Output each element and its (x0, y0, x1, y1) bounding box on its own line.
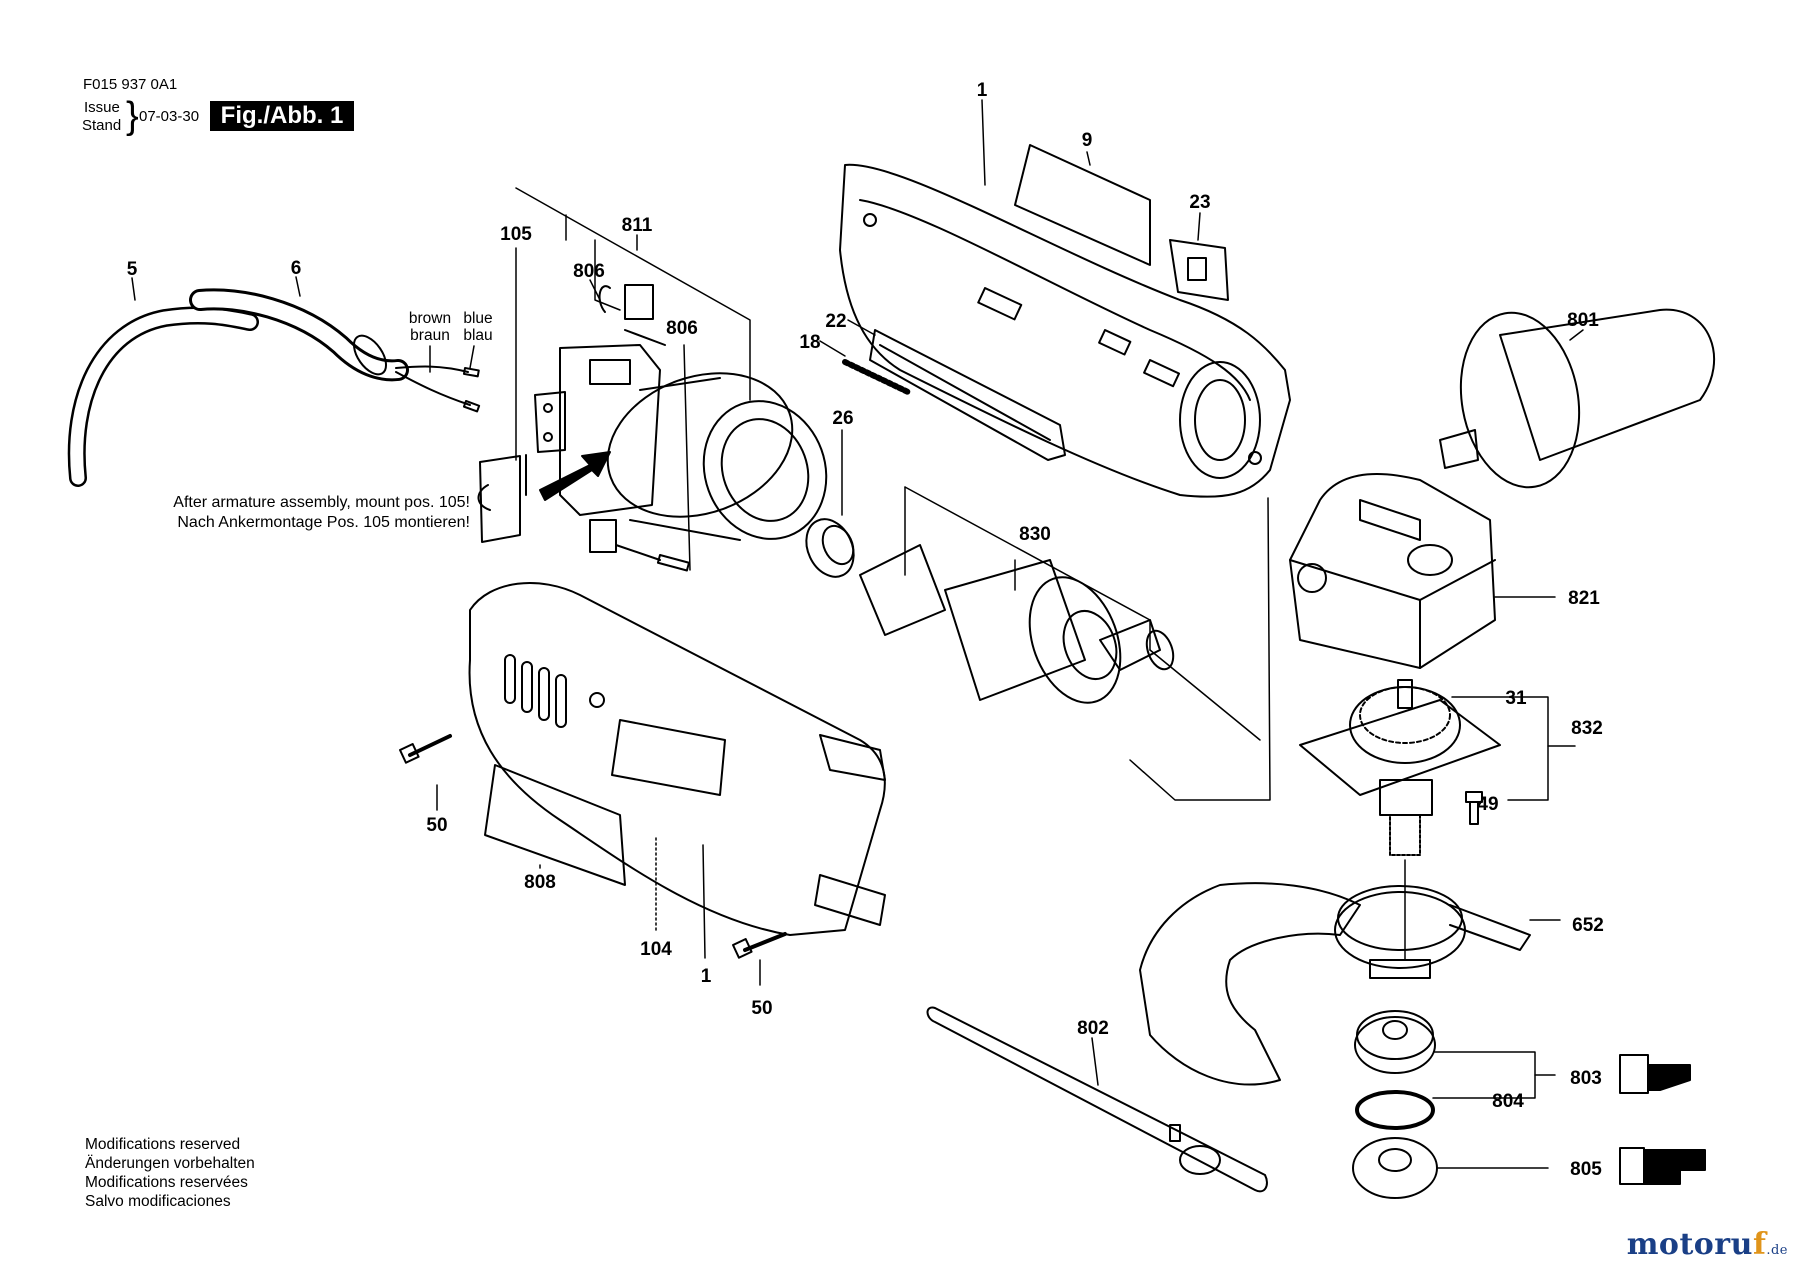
part-label-801: 801 (1567, 310, 1599, 331)
part-label-23: 23 (1189, 192, 1210, 213)
part-label-652: 652 (1572, 915, 1604, 936)
wheel-guard-652 (1139, 882, 1531, 1086)
modifications-de: Änderungen vorbehalten (85, 1155, 255, 1172)
wire-label-blau: blau (463, 327, 492, 344)
gear-assembly-832 (1299, 679, 1501, 856)
part-label-18: 18 (799, 332, 820, 353)
pin-wrench-icon (1619, 1054, 1691, 1094)
o-ring-804 (1355, 1090, 1435, 1130)
part-label-31: 31 (1505, 688, 1527, 709)
part-label-804: 804 (1492, 1091, 1524, 1112)
part-label-104: 104 (640, 939, 672, 960)
part-label-803: 803 (1570, 1068, 1602, 1089)
spanner-802 (926, 1006, 1268, 1193)
issue-date: 07-03-30 (139, 108, 200, 125)
part-label-5: 5 (127, 259, 138, 280)
part-label-830: 830 (1019, 524, 1051, 545)
clip-23 (1169, 239, 1229, 301)
part-label-805: 805 (1570, 1159, 1602, 1180)
spring-18 (842, 359, 911, 395)
part-label-26: 26 (832, 408, 853, 429)
part-label-806-a: 806 (573, 261, 605, 282)
assembly-note-en: After armature assembly, mount pos. 105! (173, 494, 470, 511)
part-label-1-top: 1 (977, 80, 988, 101)
figure-label: Fig./Abb. 1 (210, 101, 354, 131)
part-label-811: 811 (622, 215, 653, 236)
part-label-821: 821 (1568, 588, 1600, 609)
stand-label: Stand (82, 117, 122, 134)
watermark-tld: .de (1766, 1243, 1788, 1258)
plate-808 (484, 764, 626, 886)
part-label-832: 832 (1571, 718, 1603, 739)
clamp-nut-icon (1619, 1147, 1706, 1185)
screw-50-left (399, 734, 452, 764)
assembly-note: After armature assembly, mount pos. 105!… (100, 493, 470, 533)
part-label-808: 808 (524, 872, 556, 893)
part-label-806-b: 806 (666, 318, 698, 339)
part-label-6: 6 (291, 258, 302, 279)
issue-label: Issue (84, 99, 120, 116)
power-cord (67, 288, 481, 487)
modifications-notice: Modifications reserved Änderungen vorbeh… (85, 1135, 255, 1211)
flange-803 (1354, 1010, 1436, 1074)
bearing-26 (805, 518, 855, 578)
modifications-es: Salvo modificaciones (85, 1193, 231, 1210)
assembly-note-de: Nach Ankermontage Pos. 105 montieren! (177, 514, 470, 531)
rating-plate-9 (1014, 144, 1151, 266)
part-label-22: 22 (825, 311, 846, 332)
cable-clip-105 (477, 454, 527, 543)
brace-glyph: } (126, 95, 139, 137)
flange-805 (1352, 1137, 1438, 1199)
modifications-fr: Modifications reservées (85, 1174, 248, 1191)
switch-stator-811 (534, 284, 828, 572)
upper-housing-1 (839, 163, 1291, 498)
wire-label-braun: braun (410, 327, 450, 344)
armature-830 (859, 544, 1175, 704)
watermark-text: motoruf (1626, 1227, 1767, 1262)
motoruf-watermark: motoruf.de (1627, 1227, 1788, 1262)
modifications-en: Modifications reserved (85, 1136, 241, 1153)
part-label-105: 105 (500, 224, 532, 245)
wire-label-brown: brown (409, 310, 451, 327)
auxiliary-handle-801 (1439, 308, 1716, 489)
document-number: F015 937 0A1 (83, 76, 178, 93)
screw-50-bottom (732, 932, 787, 959)
screw-49 (1465, 791, 1483, 825)
part-label-50-left: 50 (426, 815, 447, 836)
part-label-802: 802 (1077, 1018, 1109, 1039)
wire-label-blue: blue (463, 310, 492, 327)
gear-head-821 (1289, 473, 1496, 669)
part-label-9: 9 (1082, 130, 1093, 151)
part-label-49: 49 (1477, 794, 1498, 815)
switch-lever-22 (869, 329, 1066, 461)
part-label-50-bottom: 50 (751, 998, 772, 1019)
part-label-1-bottom: 1 (701, 966, 712, 987)
leader-lines (131, 99, 1584, 1169)
